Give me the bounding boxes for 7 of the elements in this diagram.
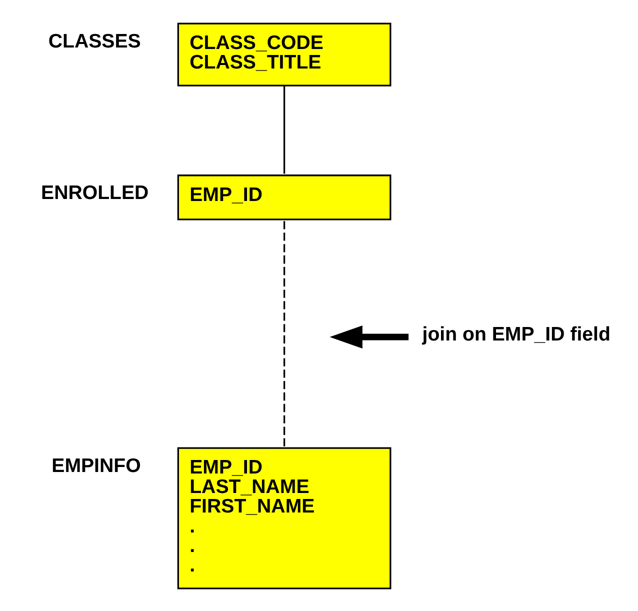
- node-text: join on EMP_ID field: [422, 322, 610, 345]
- arrow: [330, 325, 409, 348]
- connector: [283, 220, 286, 448]
- node-label: ENROLLED: [41, 182, 149, 204]
- node-label: EMPINFO: [52, 454, 141, 476]
- connector: [283, 85, 286, 174]
- node-label: CLASSES: [48, 30, 141, 52]
